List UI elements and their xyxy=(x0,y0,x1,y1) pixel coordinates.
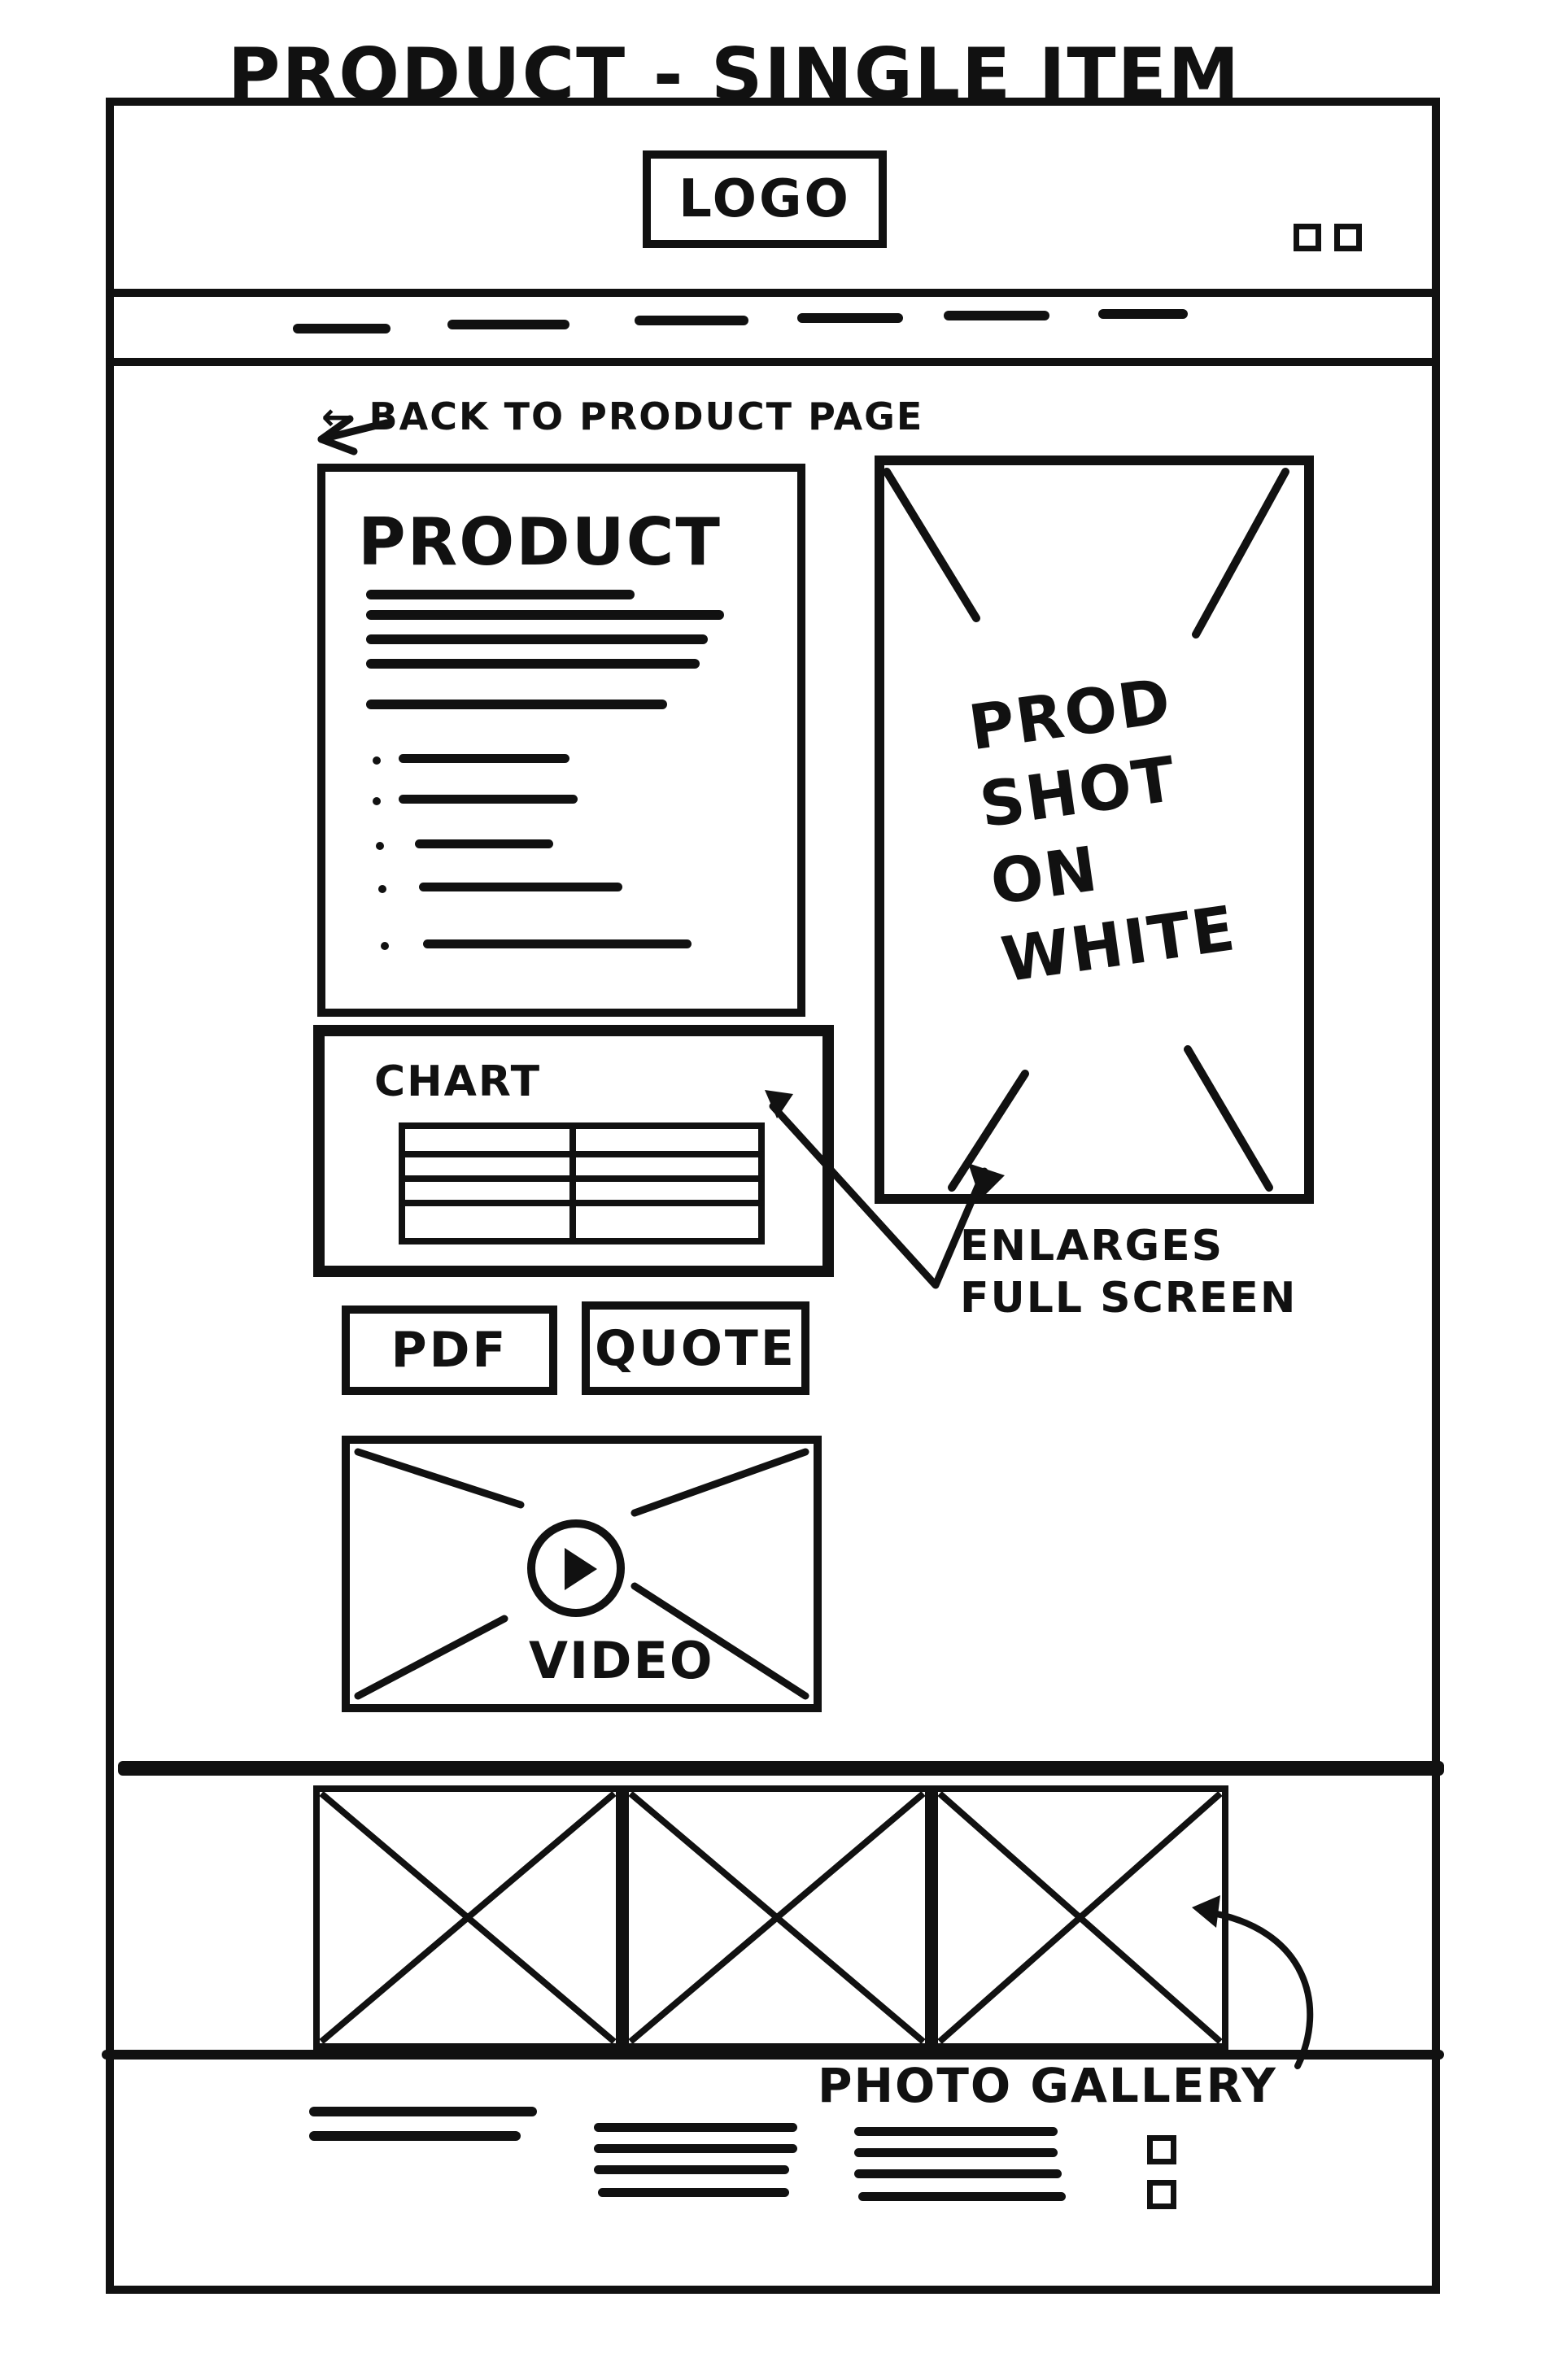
square-icon[interactable] xyxy=(1294,224,1321,251)
square-icon[interactable] xyxy=(1334,224,1362,251)
gallery-photo[interactable] xyxy=(622,1785,932,2050)
chart-label: CHART xyxy=(374,1057,542,1106)
square-icon[interactable] xyxy=(1147,2180,1176,2209)
nav-item[interactable] xyxy=(944,311,1049,320)
enlarge-annotation: ENLARGES FULL SCREEN xyxy=(960,1222,1298,1323)
quote-button[interactable]: QUOTE xyxy=(582,1301,809,1395)
gallery-top-border xyxy=(118,1761,1444,1776)
video-label: VIDEO xyxy=(529,1631,714,1690)
play-icon[interactable] xyxy=(527,1519,625,1617)
chart-panel[interactable] xyxy=(313,1025,834,1277)
video-player[interactable] xyxy=(342,1436,822,1712)
square-icon[interactable] xyxy=(1147,2135,1176,2164)
pdf-button[interactable]: PDF xyxy=(342,1306,557,1395)
product-panel xyxy=(317,464,805,1017)
gallery-photo[interactable] xyxy=(313,1785,622,2050)
nav-divider xyxy=(106,358,1440,366)
nav-item[interactable] xyxy=(797,313,903,323)
photo-gallery-label: PHOTO GALLERY xyxy=(818,2058,1277,2113)
product-heading: PRODUCT xyxy=(358,504,722,580)
page-frame xyxy=(106,98,1440,2294)
gallery-bottom-border xyxy=(102,2050,1444,2060)
nav-item[interactable] xyxy=(293,324,390,333)
nav-item[interactable] xyxy=(1098,309,1188,319)
nav-item[interactable] xyxy=(635,316,748,325)
back-link[interactable]: ← BACK TO PRODUCT PAGE xyxy=(321,394,924,438)
header-divider xyxy=(106,289,1440,297)
product-image[interactable] xyxy=(875,456,1314,1204)
nav-item[interactable] xyxy=(447,320,569,329)
logo[interactable]: LOGO xyxy=(643,150,887,248)
